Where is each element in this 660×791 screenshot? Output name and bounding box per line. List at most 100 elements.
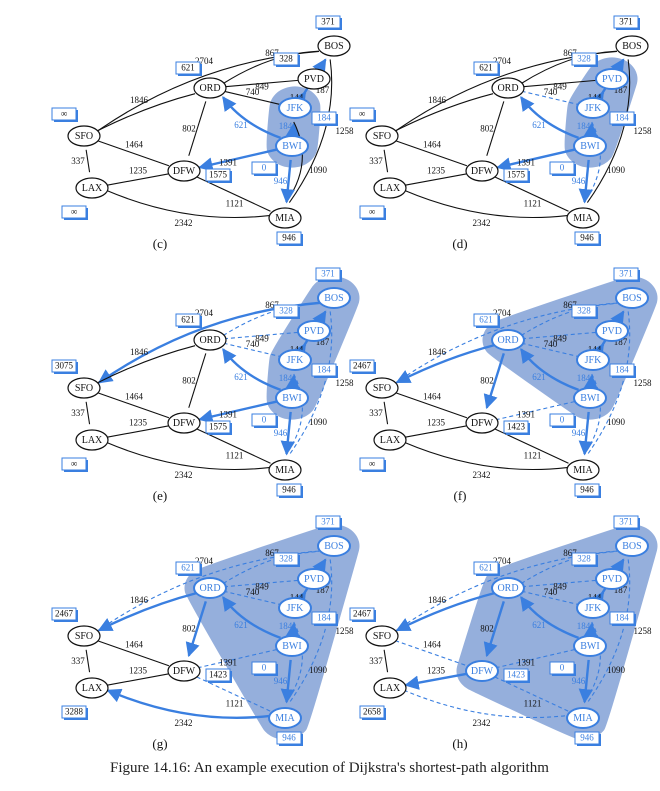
edge-lax-mia — [105, 441, 270, 471]
edge-weight: 1235 — [129, 666, 148, 676]
edge-weight: 2704 — [493, 308, 512, 318]
distance-value: 2467 — [55, 609, 74, 619]
distance-value: 371 — [321, 517, 335, 527]
edge-ord-dfw — [483, 353, 505, 410]
edge-weight: 1846 — [130, 595, 149, 605]
node-mia — [566, 707, 600, 729]
distance-badge-jfk — [609, 611, 635, 625]
edge-weight: 849 — [553, 334, 567, 344]
node-label: ORD — [497, 83, 518, 94]
edge-weight: 802 — [182, 624, 196, 634]
edge-jfk-mia — [583, 621, 601, 703]
node-label: LAX — [82, 435, 103, 446]
edge-weight: 337 — [369, 656, 383, 666]
distance-value: 2658 — [363, 707, 382, 717]
edge-weight: 867 — [265, 300, 279, 310]
distance-badge-bwi — [251, 161, 277, 175]
distance-badge-bwi — [549, 661, 575, 675]
edge-jfk-mia — [583, 121, 601, 203]
node-label: MIA — [573, 465, 593, 476]
edge-sfo-lax — [85, 149, 91, 173]
edge-weight: 802 — [480, 624, 494, 634]
node-label: JFK — [585, 603, 602, 614]
distance-badge-sfo — [51, 607, 77, 621]
node-bwi — [275, 135, 309, 157]
distance-badge-bos — [613, 15, 639, 29]
edge-weight: 184 — [577, 121, 591, 131]
node-label: PVD — [602, 74, 622, 85]
node-jfk — [576, 597, 610, 619]
node-label: MIA — [573, 713, 593, 724]
node-label: SFO — [75, 631, 93, 642]
node-label: BWI — [282, 393, 301, 404]
edge-ord-bwi — [222, 348, 281, 392]
node-bos — [317, 287, 351, 309]
edge-weight: 1464 — [423, 640, 442, 650]
panel-label: (g) — [152, 736, 167, 751]
node-sfo — [365, 625, 399, 647]
node-bos — [615, 287, 649, 309]
edge-weight: 621 — [532, 120, 546, 130]
edge-ord-pvd — [223, 579, 299, 588]
node-label: DFW — [173, 666, 196, 677]
distance-badge-bwi — [549, 161, 575, 175]
edge-dfw-bwi — [198, 399, 279, 424]
edge-weight: 1090 — [309, 417, 328, 427]
distance-value: 1423 — [209, 670, 228, 680]
node-sfo — [365, 125, 399, 147]
edge-weight: 1391 — [517, 658, 535, 668]
edge-sfo-lax — [85, 401, 91, 425]
edge-weight: 946 — [274, 676, 288, 686]
edge-weight: 187 — [316, 585, 330, 595]
edge-weight: 740 — [544, 339, 558, 349]
node-label: JFK — [287, 603, 304, 614]
distance-badge-jfk — [311, 111, 337, 125]
edge-weight: 802 — [480, 376, 494, 386]
edge-weight: 184 — [577, 373, 591, 383]
node-pvd — [595, 320, 629, 342]
edge-weight: 2704 — [195, 556, 214, 566]
edge-sfo-lax — [383, 649, 389, 673]
edge-weight: 1090 — [607, 417, 626, 427]
distance-badge-mia — [574, 483, 600, 497]
edge-weight: 867 — [265, 548, 279, 558]
edge-jfk-bwi — [285, 622, 300, 638]
node-label: PVD — [304, 326, 324, 337]
node-lax — [75, 429, 109, 451]
edge-weight: 849 — [553, 582, 567, 592]
edge-ord-bos — [520, 302, 617, 336]
figure-caption: Figure 14.16: An example execution of Di… — [110, 760, 549, 776]
edge-weight: 184 — [279, 621, 293, 631]
distance-badge-bos — [613, 267, 639, 281]
distance-value: 2467 — [353, 609, 372, 619]
distance-value: 0 — [262, 663, 267, 673]
node-dfw — [465, 412, 499, 434]
distance-badge-ord — [473, 313, 499, 327]
distance-value: 184 — [317, 613, 331, 623]
distance-badge-jfk — [311, 363, 337, 377]
node-label: LAX — [380, 183, 401, 194]
distance-badge-pvd — [571, 552, 597, 566]
edge-ord-bos — [222, 302, 319, 336]
edge-sfo-dfw — [97, 140, 170, 167]
distance-value: 946 — [580, 485, 594, 495]
distance-value: 621 — [181, 63, 195, 73]
distance-value: 371 — [321, 17, 335, 27]
distance-value: 328 — [279, 306, 293, 316]
distance-value: 0 — [262, 415, 267, 425]
node-dfw — [167, 412, 201, 434]
edge-weight: 2704 — [195, 308, 214, 318]
node-label: SFO — [373, 631, 391, 642]
node-lax — [373, 677, 407, 699]
edge-weight: 1090 — [607, 665, 626, 675]
edge-lax-mia — [403, 441, 568, 471]
distance-value: 184 — [317, 113, 331, 123]
node-mia — [268, 707, 302, 729]
edge-sfo-ord — [96, 93, 196, 132]
distance-value: 184 — [615, 113, 629, 123]
node-label: DFW — [471, 166, 494, 177]
node-jfk — [278, 597, 312, 619]
distance-badge-ord — [473, 561, 499, 575]
edge-lax-dfw — [105, 425, 169, 438]
edge-ord-jfk — [223, 90, 280, 105]
